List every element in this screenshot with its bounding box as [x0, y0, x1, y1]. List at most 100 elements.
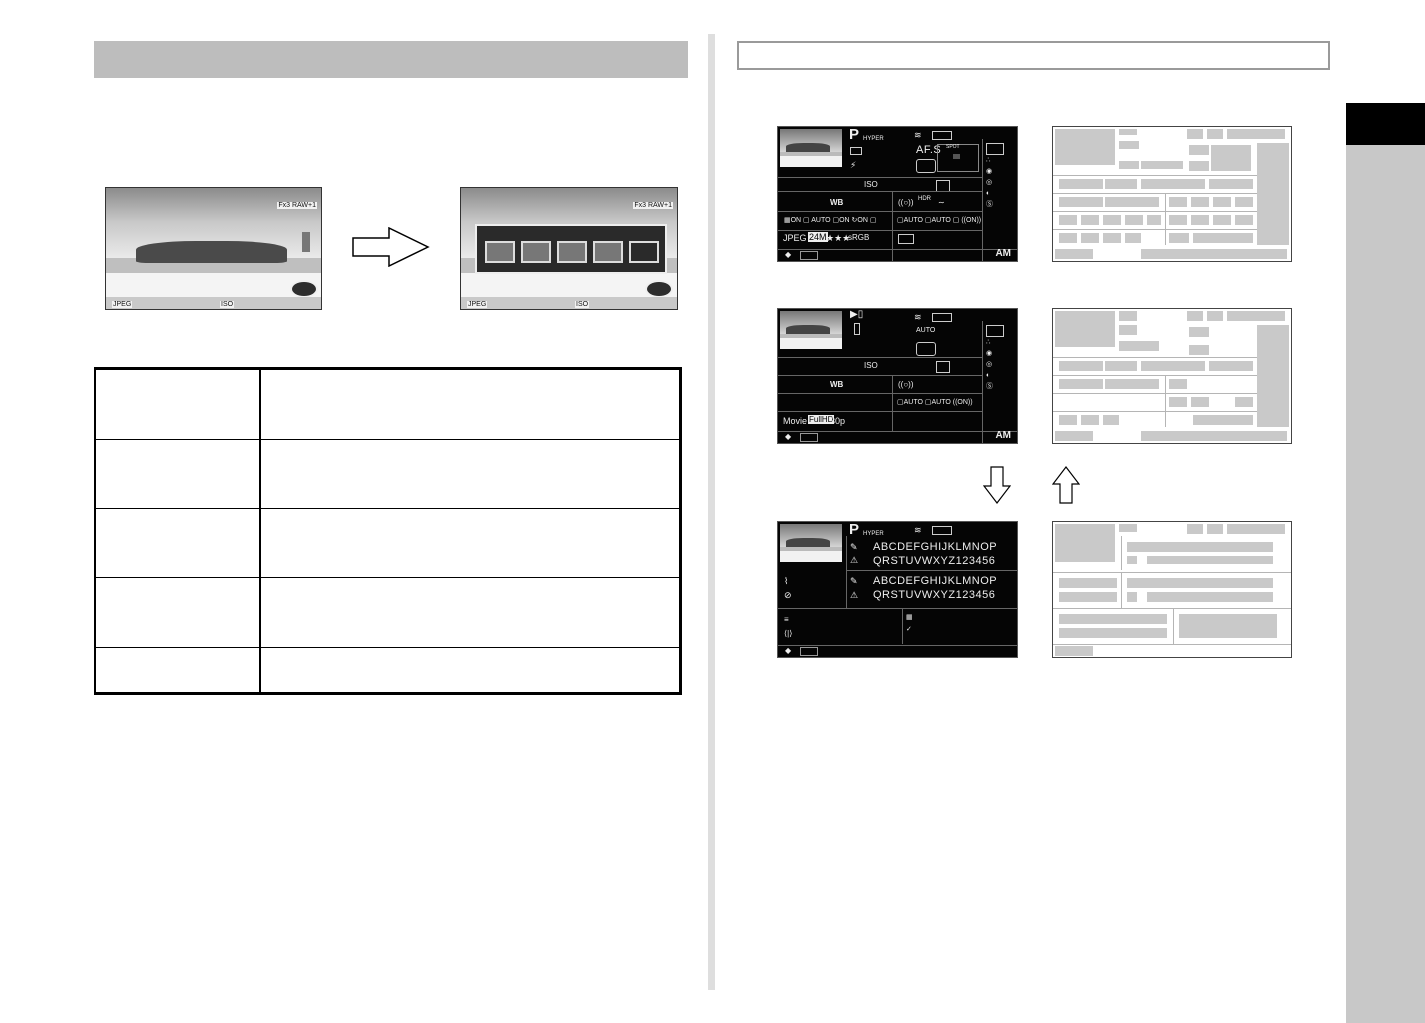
- flash-icon: ⚡: [850, 160, 857, 170]
- table-row: [96, 647, 679, 693]
- copyright-line-1: ABCDEFGHIJKLMNOP: [873, 575, 998, 587]
- parameter-icons: ∴◉◎◐Ⓢ: [986, 339, 993, 390]
- quality-label: JPEG: [783, 233, 807, 243]
- filter-cell[interactable]: [629, 241, 659, 263]
- wifi-icon: ≋: [914, 130, 922, 140]
- table-row: [96, 439, 679, 509]
- section-header-box: [737, 41, 1330, 70]
- mode-sub-label: HYPER: [863, 531, 884, 537]
- iso-label: ISO: [220, 301, 235, 308]
- battery-icon: [932, 526, 952, 535]
- info-bar-icon: [800, 647, 818, 656]
- chapter-tab-strip: [1346, 103, 1425, 1023]
- copyright-icon: ✎: [850, 542, 858, 552]
- shake-reduction-icon: ((○)): [898, 198, 914, 207]
- info-bar-icon: [800, 251, 818, 260]
- frame-rate: 30p: [830, 416, 846, 426]
- compass-icon: ⊘: [784, 590, 792, 600]
- arrow-down-icon: [983, 466, 1011, 504]
- arrow-up-icon: [1052, 466, 1080, 504]
- exposure-mode: P: [849, 521, 860, 538]
- filter-cell[interactable]: [521, 241, 551, 263]
- parameter-icons: ∴◉◎◐Ⓢ: [986, 157, 993, 208]
- time-corner: AM: [995, 248, 1011, 259]
- iso-label: ISO: [864, 361, 878, 370]
- copyright-icon: ✎: [850, 576, 858, 586]
- chapter-tab-active[interactable]: [1346, 103, 1425, 145]
- quality-label: JPEG: [467, 301, 488, 308]
- mode-sub-label: HYPER: [863, 136, 884, 142]
- table-row: [96, 577, 679, 648]
- dial-icon: [290, 280, 318, 298]
- wifi-icon: ≋: [914, 312, 922, 322]
- mic-level: AUTO: [916, 327, 936, 334]
- info-bar-icon: [800, 433, 818, 442]
- movie-label: Movie: [783, 416, 808, 426]
- scroll-icon: ◆: [785, 432, 792, 441]
- status-screen-map-info: [1052, 521, 1292, 658]
- table-row: [96, 370, 679, 440]
- exposure-comp-icon: [936, 361, 950, 373]
- custom-image-icon: [986, 325, 1004, 337]
- movie-mode-icon: ▶▯: [850, 309, 864, 320]
- quality-stars: ★★★: [826, 233, 851, 243]
- color-space: sRGB: [848, 233, 870, 242]
- drive-icon: [850, 147, 862, 155]
- exposure-mode: P: [849, 126, 860, 143]
- dial-icon: [645, 280, 673, 298]
- status-screen-info: P HYPER ≋ ✎ ⚠ ABCDEFGHIJKLMNOP QRSTUVWXY…: [777, 521, 1018, 658]
- section-heading-bar: [94, 41, 688, 78]
- card-icon: [898, 234, 914, 244]
- image-settings-row: ▦ON ▢ AUTO ▢ON ↻ON ▢: [784, 217, 877, 224]
- filter-cell[interactable]: [485, 241, 515, 263]
- af-point-area: [937, 144, 979, 172]
- warning-icon: ⚠: [850, 555, 859, 565]
- image-size: 24M: [808, 232, 828, 242]
- photographer-line-1: ABCDEFGHIJKLMNOP: [873, 541, 998, 553]
- battery-icon: [932, 131, 952, 140]
- options-table: [94, 367, 682, 695]
- status-screen-movie: ▶▯ ≋ AUTO ISO WB ((○)) ▢AUTO ▢AUTO ((ON)…: [777, 308, 1018, 444]
- filter-cell[interactable]: [593, 241, 623, 263]
- scroll-icon: ◆: [785, 646, 792, 655]
- battery-icon: [932, 313, 952, 322]
- time-corner: AM: [995, 430, 1011, 441]
- af-mode: AF.S: [916, 144, 942, 156]
- custom-image-icon: [986, 143, 1004, 155]
- movie-drive-icon: [854, 323, 860, 335]
- iso-label: ISO: [575, 301, 590, 308]
- metering-label: SPOT: [946, 144, 960, 150]
- format-badge: Fx3 RAW+1: [277, 202, 317, 209]
- status-screen-map-movie: [1052, 308, 1292, 444]
- scroll-icon: ◆: [785, 250, 792, 259]
- format-badge: Fx3 RAW+1: [633, 202, 673, 209]
- column-divider: [708, 34, 715, 990]
- white-balance: WB: [830, 198, 844, 207]
- hdr-icon: HDR: [918, 196, 931, 202]
- dynamic-range-icon: ∼: [938, 198, 945, 207]
- copyright-line-2: QRSTUVWXYZ123456: [873, 589, 996, 601]
- image-settings-row-2: ▢AUTO ▢AUTO ▢ ((ON)): [897, 217, 982, 224]
- movie-resolution: FullHD: [808, 415, 835, 424]
- status-screen-still: P HYPER ≋ AF.S SPOT ⚡ ISO WB ((○)) HDR ∼…: [777, 126, 1018, 262]
- utc-icons: ▦✓: [906, 614, 913, 633]
- filter-palette: [475, 224, 667, 274]
- warning-icon: ⚠: [850, 590, 859, 600]
- live-view-thumbnail-after: Fx3 RAW+1 JPEG ISO: [460, 187, 678, 310]
- metering-icon: [916, 159, 936, 173]
- iso-label: ISO: [864, 180, 878, 189]
- status-screen-map-still: [1052, 126, 1292, 262]
- image-settings-row-2: ▢AUTO ▢AUTO ((ON)): [897, 399, 973, 406]
- white-balance: WB: [830, 380, 844, 389]
- wifi-icon: ≋: [914, 525, 922, 535]
- live-view-thumbnail-before: Fx3 RAW+1 JPEG ISO: [105, 187, 322, 310]
- shake-reduction-icon: ((○)): [898, 380, 914, 389]
- gps-icon: ⌇: [784, 576, 789, 586]
- photographer-line-2: QRSTUVWXYZ123456: [873, 555, 996, 567]
- arrow-right-icon: [352, 227, 430, 267]
- filter-cell[interactable]: [557, 241, 587, 263]
- table-row: [96, 508, 679, 578]
- quality-label: JPEG: [112, 301, 133, 308]
- shutter-count-icons: ≡⟨|⟩: [784, 615, 793, 638]
- metering-icon: [916, 342, 936, 356]
